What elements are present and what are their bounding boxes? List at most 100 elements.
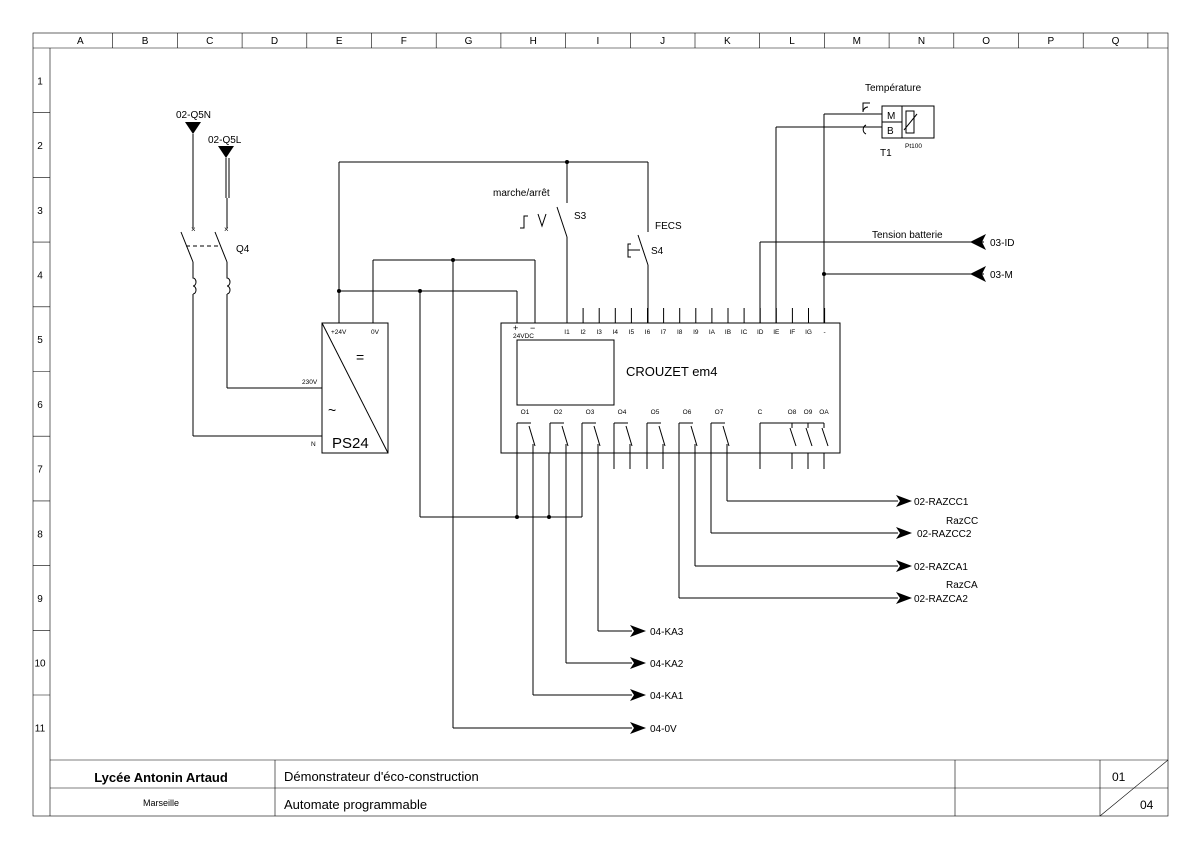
ref-04-ka1: 04-KA1 — [650, 691, 684, 702]
input-label: IC — [741, 329, 748, 336]
svg-text:×: × — [191, 225, 196, 234]
input-label: I3 — [596, 329, 602, 336]
output-label: O3 — [586, 409, 595, 416]
q4-label: Q4 — [236, 244, 250, 255]
power-supply-ps24: +24V 0V = ~ 230V N PS24 — [302, 322, 389, 454]
input-label: ID — [757, 329, 764, 336]
output-label: O4 — [618, 409, 627, 416]
svg-text:×: × — [224, 225, 229, 234]
row-label: 6 — [37, 400, 43, 411]
output-label: O5 — [651, 409, 660, 416]
output-label: O1 — [521, 409, 530, 416]
row-label: 8 — [37, 529, 43, 540]
q5l-label: 02-Q5L — [208, 135, 242, 146]
input-label: IF — [790, 329, 796, 336]
ref-02-razcc1: 02-RAZCC1 — [914, 497, 969, 508]
ref-arrow-icon — [970, 266, 986, 282]
page-total: 04 — [1140, 798, 1154, 812]
input-label: I4 — [613, 329, 619, 336]
switch-s4: FECS S4 — [627, 162, 682, 323]
input-label: IE — [773, 329, 780, 336]
ref-02-razca2: 02-RAZCA2 — [914, 594, 968, 605]
arrow-ka2-icon — [630, 657, 646, 669]
row-label: 11 — [35, 723, 46, 734]
arrow-razca1-icon — [896, 560, 912, 572]
output-contact — [625, 425, 633, 447]
output-label: O7 — [715, 409, 724, 416]
column-label: N — [918, 36, 925, 47]
column-label: F — [401, 36, 407, 47]
input-label: I1 — [564, 329, 570, 336]
column-label: H — [530, 36, 537, 47]
s4-label: S4 — [651, 246, 664, 257]
output-contact — [722, 425, 730, 447]
row-label: 3 — [37, 206, 43, 217]
svg-text:B: B — [887, 126, 894, 137]
output-contact — [690, 425, 698, 447]
svg-text:0V: 0V — [371, 329, 380, 336]
output-label: O8 — [788, 409, 797, 416]
svg-text:M: M — [887, 111, 895, 122]
switch-s3: marche/arrêt S3 — [493, 162, 587, 323]
arrow-razcc2-icon — [896, 527, 912, 539]
column-label: O — [982, 36, 990, 47]
ref-04-0v: 04-0V — [650, 724, 677, 735]
ref-03-id: 03-ID — [990, 238, 1014, 249]
s3-caption: marche/arrêt — [493, 188, 550, 199]
output-contact — [789, 427, 797, 447]
column-label: G — [465, 36, 473, 47]
row-label: 7 — [37, 465, 43, 476]
s4-caption: FECS — [655, 221, 682, 232]
project-title: Démonstrateur d'éco-construction — [284, 769, 479, 784]
sensor-title: Température — [865, 83, 922, 94]
svg-text:N: N — [311, 441, 316, 448]
title-block: Lycée Antonin Artaud Marseille Démonstra… — [94, 759, 1169, 817]
arrow-razcc1-icon — [896, 495, 912, 507]
arrow-razca2-icon — [896, 592, 912, 604]
page-number: 01 — [1112, 770, 1126, 784]
svg-text:−: − — [530, 323, 535, 333]
svg-text:+: + — [513, 323, 518, 333]
ref-02-razcc2: 02-RAZCC2 — [917, 529, 972, 540]
column-label: I — [597, 36, 600, 47]
arrow-ka3-icon — [630, 625, 646, 637]
output-contact — [593, 425, 601, 447]
q5n-arrow-icon — [185, 122, 201, 134]
input-label: IG — [805, 329, 812, 336]
column-label: E — [336, 36, 343, 47]
row-label: 9 — [37, 594, 43, 605]
q5n-label: 02-Q5N — [176, 110, 211, 121]
arrow-0v-icon — [630, 722, 646, 734]
output-contact — [528, 425, 536, 447]
input-label: I2 — [580, 329, 586, 336]
input-label: I5 — [629, 329, 635, 336]
ref-02-razca1: 02-RAZCA1 — [914, 562, 968, 573]
input-label: I9 — [693, 329, 699, 336]
ref-04-ka2: 04-KA2 — [650, 659, 684, 670]
output-contact — [658, 425, 666, 447]
output-wiring: 04-KA3 04-KA2 04-KA1 04-0V 02-RAZCC1 Raz… — [516, 453, 978, 735]
svg-text:=: = — [356, 349, 364, 365]
input-label: IB — [725, 329, 731, 336]
column-label: B — [142, 36, 149, 47]
column-label: K — [724, 36, 731, 47]
row-label: 5 — [37, 335, 43, 346]
incoming-refs: Tension batterie 03-ID 03-M — [759, 230, 1014, 323]
column-label: C — [206, 36, 213, 47]
input-label: - — [824, 329, 826, 336]
razcc-label: RazCC — [946, 516, 978, 527]
ps24-label: PS24 — [332, 435, 369, 452]
row-label: 2 — [37, 141, 43, 152]
output-contact — [805, 427, 813, 447]
razca-label: RazCA — [946, 580, 978, 591]
column-label: Q — [1112, 36, 1120, 47]
t1-label: T1 — [880, 148, 892, 159]
ref-arrow-icon — [970, 234, 986, 250]
row-label: 4 — [37, 270, 43, 281]
school-name: Lycée Antonin Artaud — [94, 770, 228, 785]
school-city: Marseille — [143, 798, 179, 808]
arrow-ka1-icon — [630, 689, 646, 701]
